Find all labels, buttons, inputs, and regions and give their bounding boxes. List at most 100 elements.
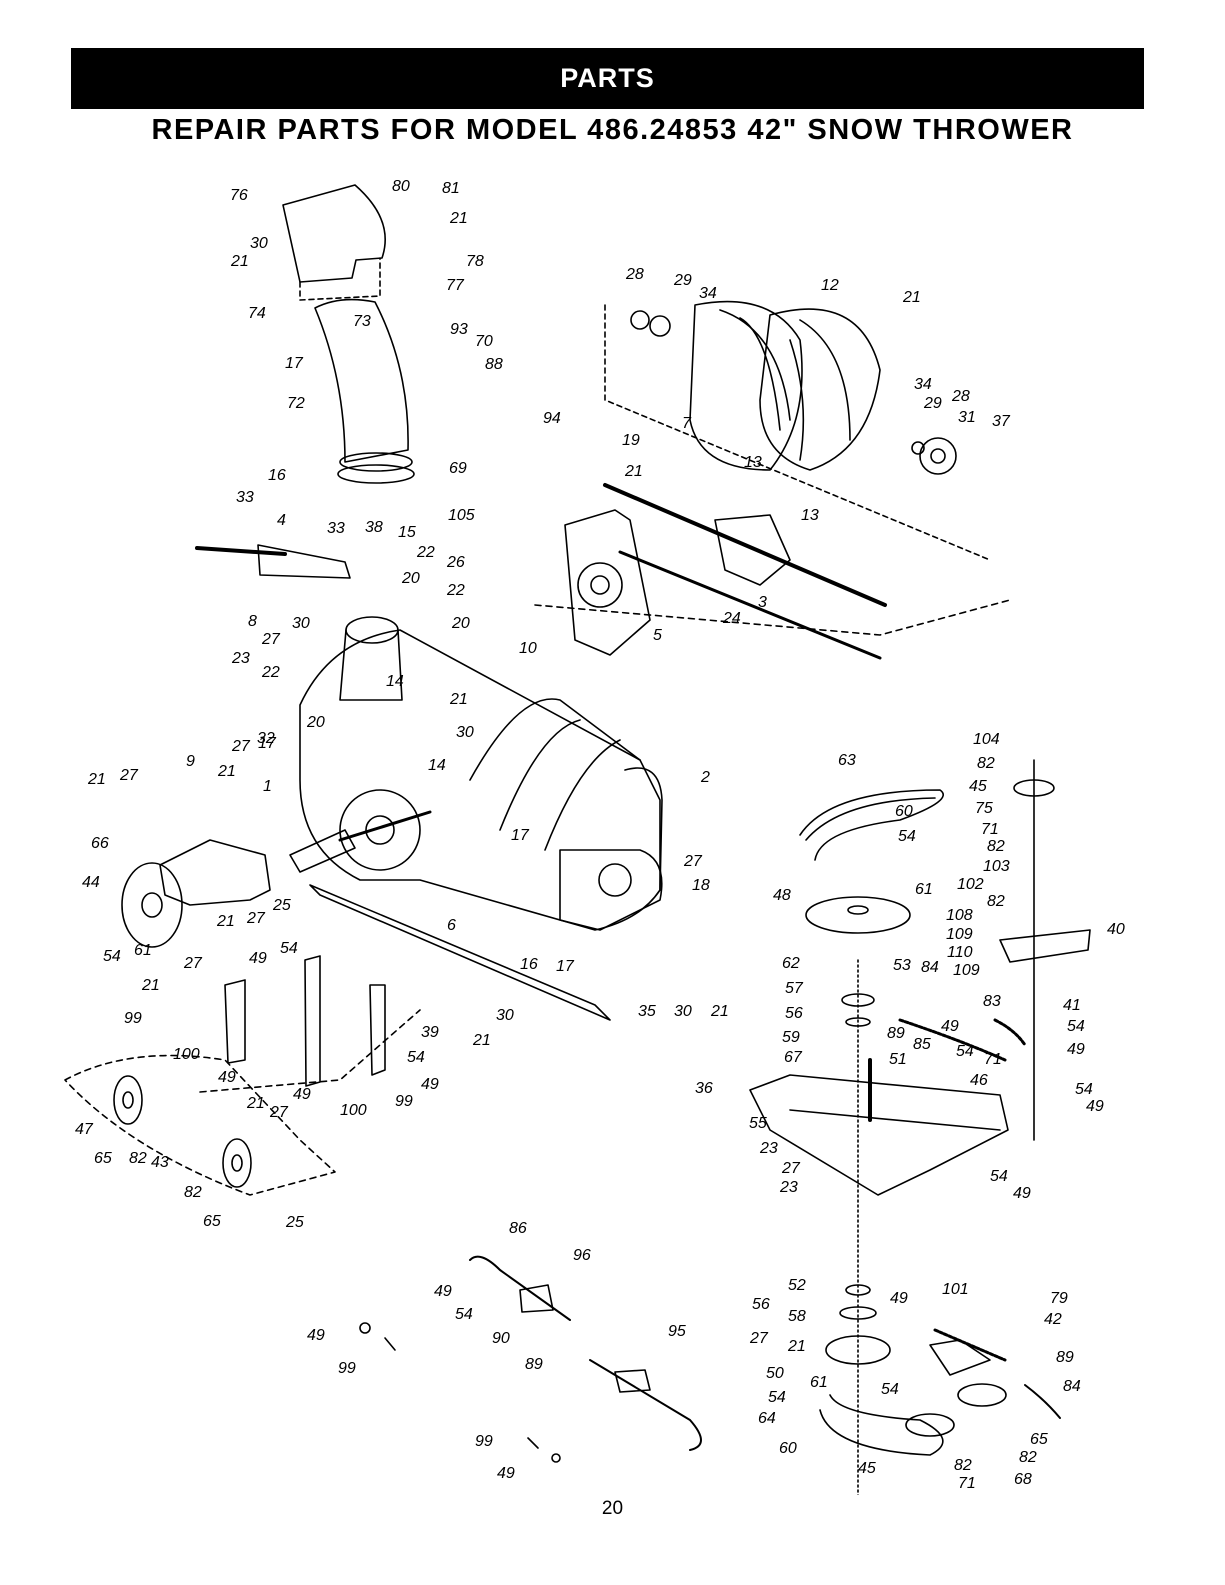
- part-callout: 22: [446, 582, 465, 599]
- part-callout: 6: [447, 917, 456, 934]
- wheel-left: [121, 862, 183, 948]
- part-callout: 17: [285, 355, 304, 372]
- auger-left: [689, 300, 803, 471]
- part-callout: 35: [638, 1003, 656, 1020]
- part-callout: 63: [838, 752, 856, 769]
- part-callout: 2: [700, 769, 710, 786]
- part-callout: 71: [981, 821, 999, 838]
- part-callout: 81: [442, 180, 460, 197]
- part-callout: 104: [973, 731, 1000, 748]
- part-callout: 54: [898, 828, 916, 845]
- v-belt-lower: [819, 1394, 944, 1456]
- part-callout: 10: [519, 640, 537, 657]
- part-callout: 82: [954, 1457, 972, 1474]
- part-callout: 45: [858, 1460, 876, 1477]
- part-callout: 61: [915, 881, 933, 898]
- part-callout: 25: [272, 897, 291, 914]
- part-callout: 21: [87, 771, 106, 788]
- part-callout: 100: [340, 1102, 367, 1119]
- part-callout: 5: [653, 627, 662, 644]
- part-callout: 54: [990, 1168, 1008, 1185]
- part-callout: 65: [203, 1213, 221, 1230]
- part-callout: 25: [285, 1214, 304, 1231]
- part-callout: 56: [752, 1296, 770, 1313]
- part-callout: 102: [957, 876, 984, 893]
- part-callout: 17: [258, 735, 277, 752]
- parts-banner: PARTS: [71, 48, 1144, 109]
- part-callout: 21: [449, 691, 468, 708]
- part-callout: 47: [75, 1121, 94, 1138]
- auger-shaft: [603, 483, 887, 607]
- part-callout: 71: [958, 1475, 976, 1492]
- part-callout: 62: [782, 955, 800, 972]
- part-callout: 3: [758, 594, 767, 611]
- part-callout: 82: [129, 1150, 147, 1167]
- part-callout: 16: [520, 956, 538, 973]
- part-callout: 67: [784, 1049, 803, 1066]
- auger-pulley: [825, 1335, 891, 1365]
- part-callout: 54: [768, 1389, 786, 1406]
- part-callout: 27: [183, 955, 203, 972]
- part-callout: 49: [497, 1465, 515, 1482]
- part-callout: 99: [395, 1093, 413, 1110]
- part-callout: 21: [246, 1095, 265, 1112]
- part-callout: 79: [1050, 1290, 1068, 1307]
- part-callout: 109: [946, 926, 973, 943]
- part-callout: 12: [821, 277, 839, 294]
- part-callout: 46: [970, 1072, 988, 1089]
- part-callout: 18: [692, 877, 710, 894]
- part-callout: 38: [365, 519, 383, 536]
- part-callout: 9: [186, 753, 195, 770]
- part-callout: 76: [230, 187, 248, 204]
- part-callout: 29: [673, 272, 692, 289]
- chute-deflector-shape: [282, 184, 386, 283]
- part-callout: 82: [1019, 1449, 1037, 1466]
- part-callout: 1: [263, 778, 272, 795]
- part-callout: 83: [983, 993, 1001, 1010]
- part-callout: 21: [472, 1032, 491, 1049]
- part-callout: 17: [556, 958, 575, 975]
- part-callout: 54: [103, 948, 121, 965]
- part-callout: 28: [625, 266, 644, 283]
- part-callout: 40: [1107, 921, 1125, 938]
- part-callout: 84: [1063, 1378, 1081, 1395]
- part-callout: 54: [407, 1049, 425, 1066]
- auger-housing-shape: [299, 629, 661, 931]
- part-callout: 49: [1086, 1098, 1104, 1115]
- part-callout: 44: [82, 874, 100, 891]
- part-callout: 89: [887, 1025, 905, 1042]
- clutch-rod: [469, 1255, 571, 1321]
- part-callout: 48: [773, 887, 791, 904]
- part-callout: 96: [573, 1247, 591, 1264]
- part-callout: 21: [141, 977, 160, 994]
- part-callout: 89: [525, 1356, 543, 1373]
- part-callout: 27: [683, 853, 703, 870]
- part-callout: 33: [327, 520, 345, 537]
- part-callout: 66: [91, 835, 109, 852]
- part-callout: 30: [292, 615, 310, 632]
- part-callout: 94: [543, 410, 561, 427]
- part-callout: 49: [421, 1076, 439, 1093]
- part-callout: 41: [1063, 997, 1081, 1014]
- part-callout: 82: [987, 838, 1005, 855]
- part-callout: 23: [231, 650, 250, 667]
- part-callout: 74: [248, 305, 266, 322]
- part-callout: 49: [1013, 1185, 1031, 1202]
- part-callout: 43: [151, 1154, 169, 1171]
- part-callout: 99: [124, 1010, 142, 1027]
- part-callout: 51: [889, 1051, 907, 1068]
- part-callout: 49: [1067, 1041, 1085, 1058]
- drive-frame: [749, 1074, 1009, 1196]
- part-callout: 49: [890, 1290, 908, 1307]
- part-callout: 26: [446, 554, 465, 571]
- part-callout: 28: [951, 388, 970, 405]
- part-callout: 108: [946, 907, 973, 924]
- part-callout: 89: [1056, 1349, 1074, 1366]
- part-callout: 68: [1014, 1471, 1032, 1488]
- part-callout: 21: [624, 463, 643, 480]
- part-callout: 22: [261, 664, 280, 681]
- part-callout: 42: [1044, 1311, 1062, 1328]
- part-callout: 61: [810, 1374, 828, 1391]
- part-callout: 65: [1030, 1431, 1048, 1448]
- part-callout: 17: [511, 827, 530, 844]
